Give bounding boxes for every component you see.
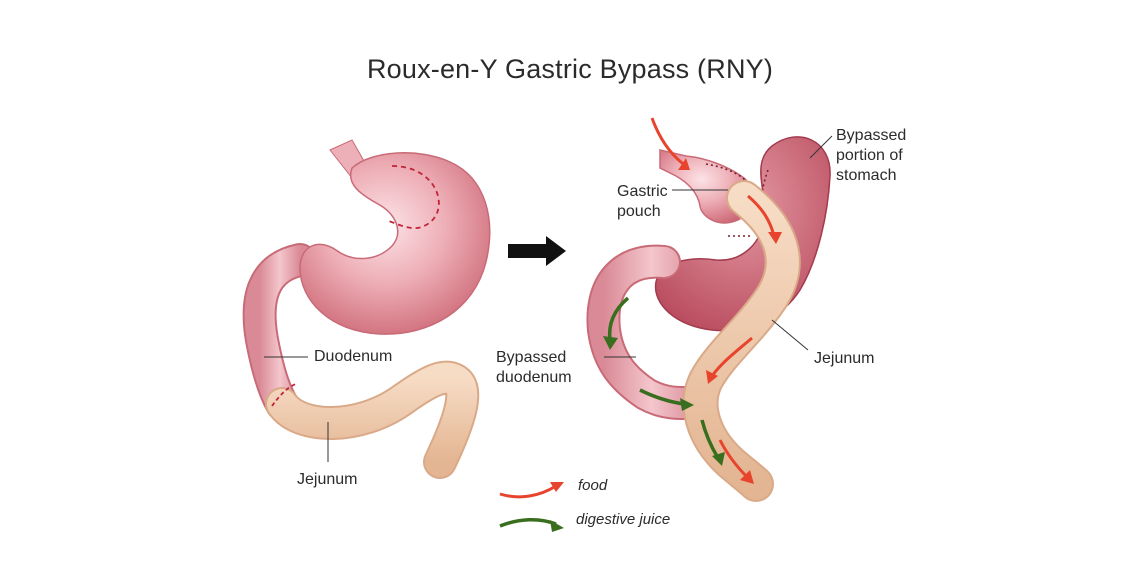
before-duodenum-label: Duodenum [314, 348, 393, 365]
bypassed-stomach-leader-line [809, 135, 833, 159]
normal-jejunum [265, 360, 480, 479]
after-jejunum-label: Jejunum [814, 350, 875, 367]
transform-arrow-icon [508, 236, 566, 266]
bypassed-duodenum-label: Bypassed duodenum [496, 349, 572, 386]
legend-food-label: food [578, 477, 608, 494]
gastric-pouch-label: Gastric pouch [617, 183, 668, 220]
bypassed-stomach-label: Bypassed portion of stomach [836, 127, 907, 184]
food-flow-arrows [650, 117, 782, 484]
after-jejunum-leader-line [771, 319, 809, 351]
before-jejunum-label: Jejunum [297, 471, 358, 488]
legend-food-arrow-icon [499, 482, 564, 499]
diagram-title: Roux-en-Y Gastric Bypass (RNY) [366, 54, 774, 84]
legend-digestive-juice-label: digestive juice [576, 511, 671, 528]
legend-juice-arrow-icon [499, 518, 564, 532]
roux-limb-jejunum [682, 180, 801, 502]
digestive-juice-flow-arrows [603, 296, 725, 466]
